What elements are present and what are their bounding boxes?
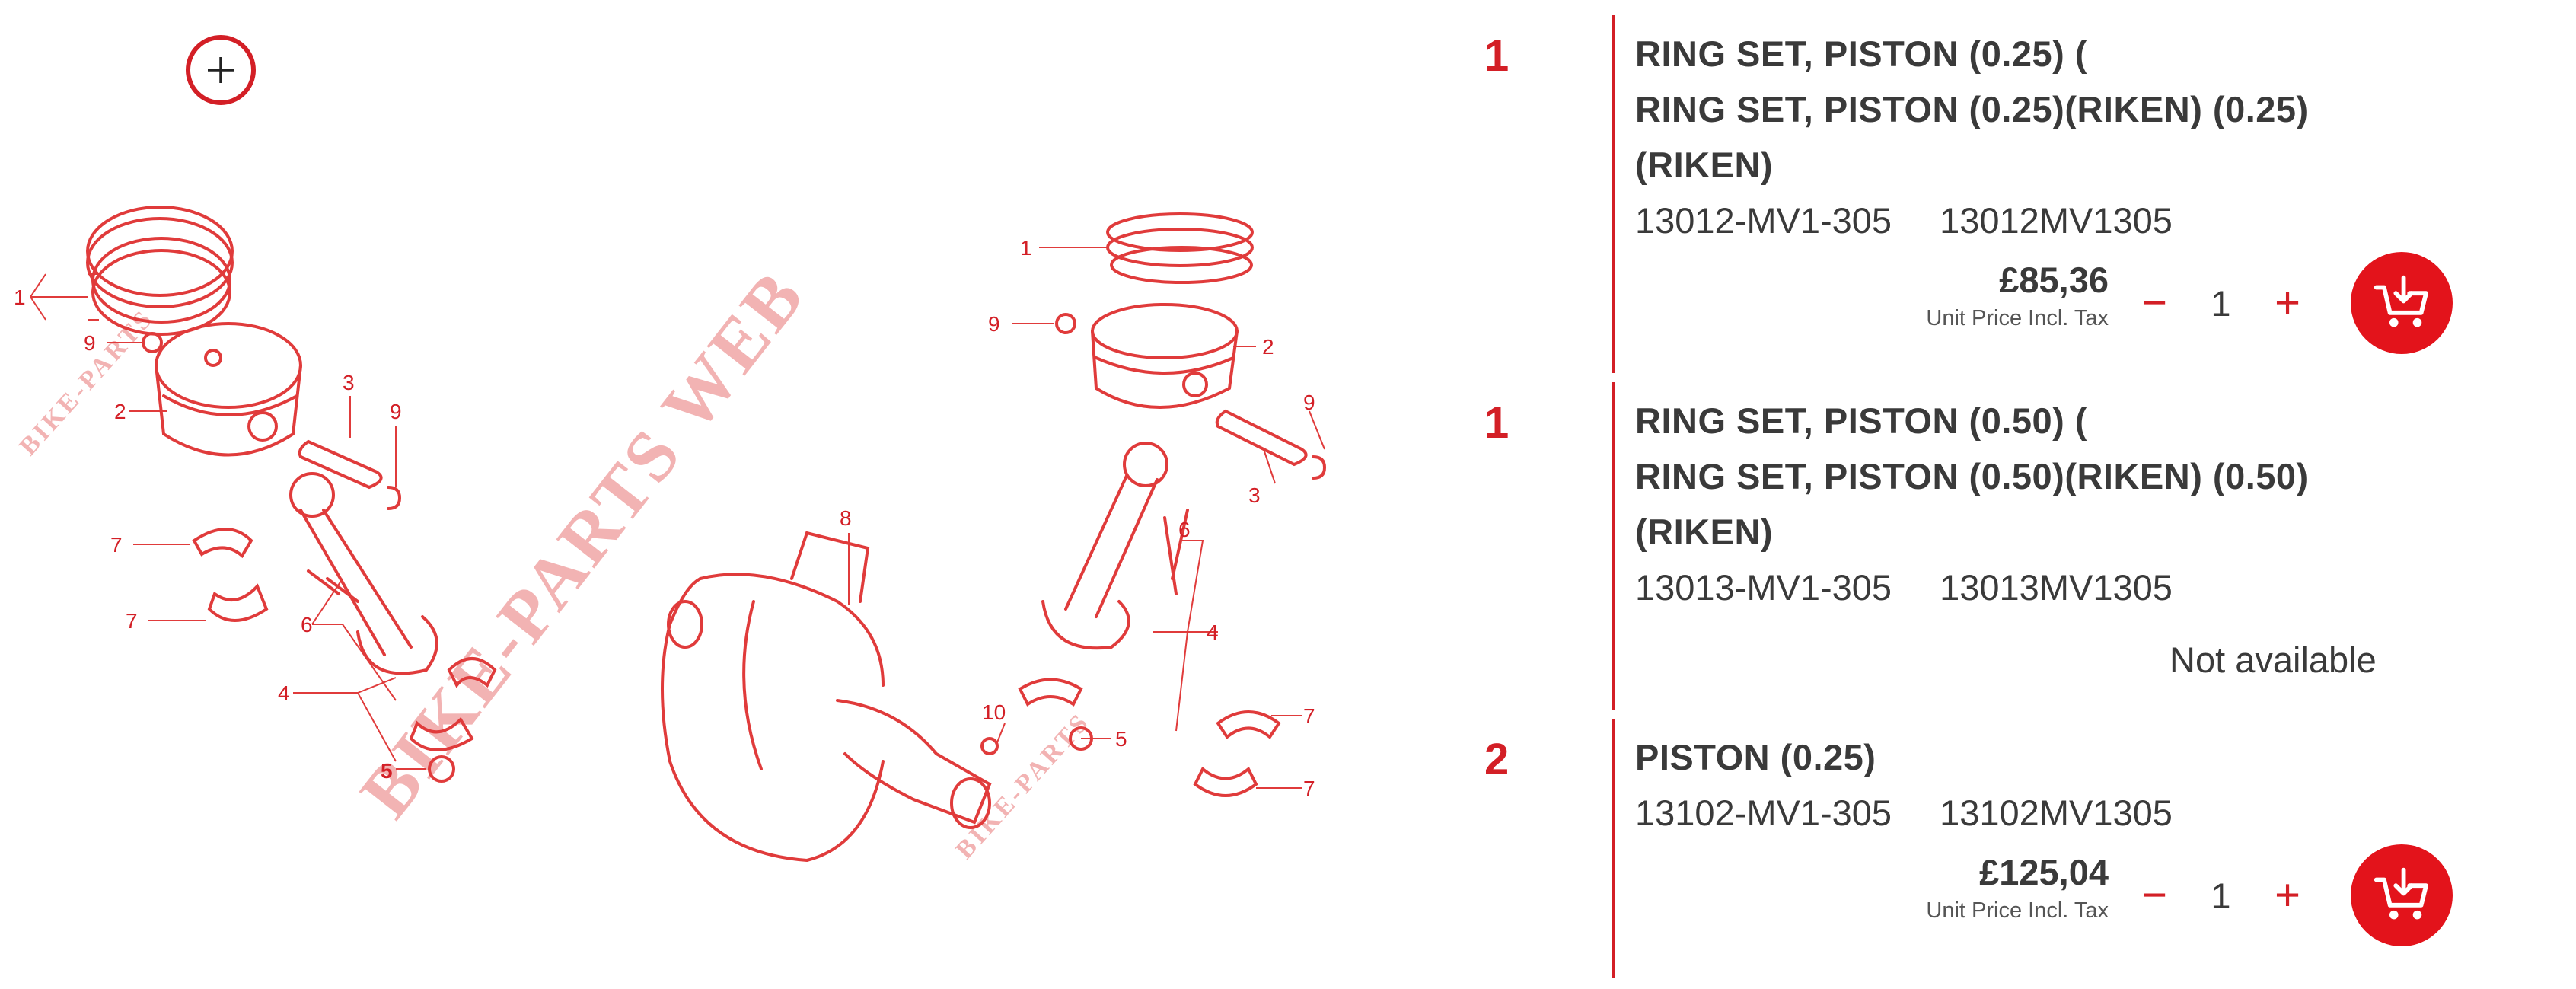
cart-add-icon	[2374, 867, 2428, 920]
part-code: 13012MV1305	[1940, 200, 2173, 241]
part-row: 1 RING SET, PISTON (0.25) ( RING SET, PI…	[1431, 15, 2576, 373]
left-connecting-rod	[289, 472, 438, 675]
callout-l7b: 7	[126, 609, 138, 633]
decrease-quantity-button[interactable]: −	[2141, 278, 2167, 327]
decrease-quantity-button[interactable]: −	[2141, 870, 2167, 920]
exploded-view-diagram: BIKE-PARTS WEB BIKE-PARTS BIKE-PARTS	[14, 206, 1327, 864]
part-name: RING SET, PISTON (0.50) ( RING SET, PIST…	[1635, 400, 2309, 552]
left-piston-rings	[86, 206, 234, 336]
part-number: 13102-MV1-305	[1635, 793, 1892, 833]
right-piston	[1091, 303, 1239, 409]
part-details: PISTON (0.25) 13102-MV1-305 13102MV1305	[1635, 729, 2549, 841]
watermark-small-left: BIKE-PARTS	[14, 304, 159, 461]
part-numbers: 13013-MV1-305 13013MV1305	[1635, 560, 2549, 615]
part-numbers: 13012-MV1-305 13012MV1305	[1635, 193, 2549, 248]
callout-r9a: 9	[988, 312, 1000, 336]
zoom-button[interactable]	[186, 35, 256, 105]
callout-r8: 8	[840, 506, 852, 530]
part-code: 13102MV1305	[1940, 793, 2173, 833]
price-note: Unit Price Incl. Tax	[1926, 306, 2109, 330]
part-quantity-badge: 1	[1484, 398, 1510, 448]
callout-l6: 6	[301, 613, 313, 636]
callout-l5: 5	[381, 759, 393, 783]
part-number: 13013-MV1-305	[1635, 567, 1892, 608]
parts-list: 1 RING SET, PISTON (0.25) ( RING SET, PI…	[1431, 0, 2576, 989]
callout-r5: 5	[1115, 727, 1127, 751]
callout-r9b: 9	[1303, 391, 1315, 414]
part-quantity-badge: 1	[1484, 31, 1510, 81]
callout-r10: 10	[982, 700, 1006, 724]
callout-r4: 4	[1207, 621, 1219, 644]
plus-icon	[208, 57, 234, 83]
callout-l2: 2	[114, 400, 126, 423]
part-numbers: 13102-MV1-305 13102MV1305	[1635, 785, 2549, 841]
part-row: 2 PISTON (0.25) 13102-MV1-305 13102MV130…	[1431, 719, 2576, 978]
quantity-value[interactable]: 1	[2211, 282, 2231, 324]
unit-price: £85,36	[1999, 260, 2109, 300]
add-to-cart-button[interactable]	[2351, 844, 2453, 946]
callout-r6: 6	[1178, 518, 1191, 541]
row-divider	[1612, 719, 1615, 978]
price-block: £125,04 Unit Price Incl. Tax	[1789, 850, 2109, 926]
callout-r7b: 7	[1303, 777, 1315, 800]
increase-quantity-button[interactable]: +	[2275, 870, 2300, 920]
callout-r2: 2	[1262, 335, 1274, 359]
quantity-stepper: − 1 +	[2128, 869, 2314, 922]
callout-r7a: 7	[1303, 704, 1315, 728]
callout-l3: 3	[343, 371, 355, 394]
availability-status: Not available	[2170, 640, 2377, 680]
part-code: 13013MV1305	[1940, 567, 2173, 608]
callout-l9b: 9	[390, 400, 402, 423]
row-divider	[1612, 15, 1615, 373]
price-block: £85,36 Unit Price Incl. Tax	[1789, 257, 2109, 333]
callout-r1: 1	[1020, 236, 1032, 260]
right-connecting-rod	[1041, 442, 1189, 650]
increase-quantity-button[interactable]: +	[2275, 278, 2300, 327]
parts-diagram: BIKE-PARTS WEB BIKE-PARTS BIKE-PARTS	[14, 35, 1327, 864]
cart-add-icon	[2374, 275, 2428, 327]
callout-l1: 1	[14, 286, 26, 309]
quantity-stepper: − 1 +	[2128, 276, 2314, 330]
quantity-value[interactable]: 1	[2211, 875, 2231, 916]
watermark-main: BIKE-PARTS WEB	[344, 255, 820, 832]
part-name: PISTON (0.25)	[1635, 737, 1876, 777]
part-name: RING SET, PISTON (0.25) ( RING SET, PIST…	[1635, 33, 2309, 185]
callout-r3: 3	[1248, 483, 1261, 507]
part-details: RING SET, PISTON (0.25) ( RING SET, PIST…	[1635, 26, 2549, 248]
part-number: 13012-MV1-305	[1635, 200, 1892, 241]
add-to-cart-button[interactable]	[2351, 252, 2453, 354]
row-divider	[1612, 382, 1615, 710]
crankshaft	[661, 531, 992, 863]
price-note: Unit Price Incl. Tax	[1926, 898, 2109, 923]
callout-l7a: 7	[110, 533, 123, 557]
right-piston-rings	[1106, 212, 1254, 284]
part-details: RING SET, PISTON (0.50) ( RING SET, PIST…	[1635, 393, 2549, 615]
callout-l4: 4	[278, 681, 290, 705]
part-quantity-badge: 2	[1484, 735, 1510, 784]
part-row: 1 RING SET, PISTON (0.50) ( RING SET, PI…	[1431, 382, 2576, 710]
left-piston	[155, 322, 302, 457]
callout-l9a: 9	[84, 331, 96, 355]
unit-price: £125,04	[1979, 852, 2109, 892]
